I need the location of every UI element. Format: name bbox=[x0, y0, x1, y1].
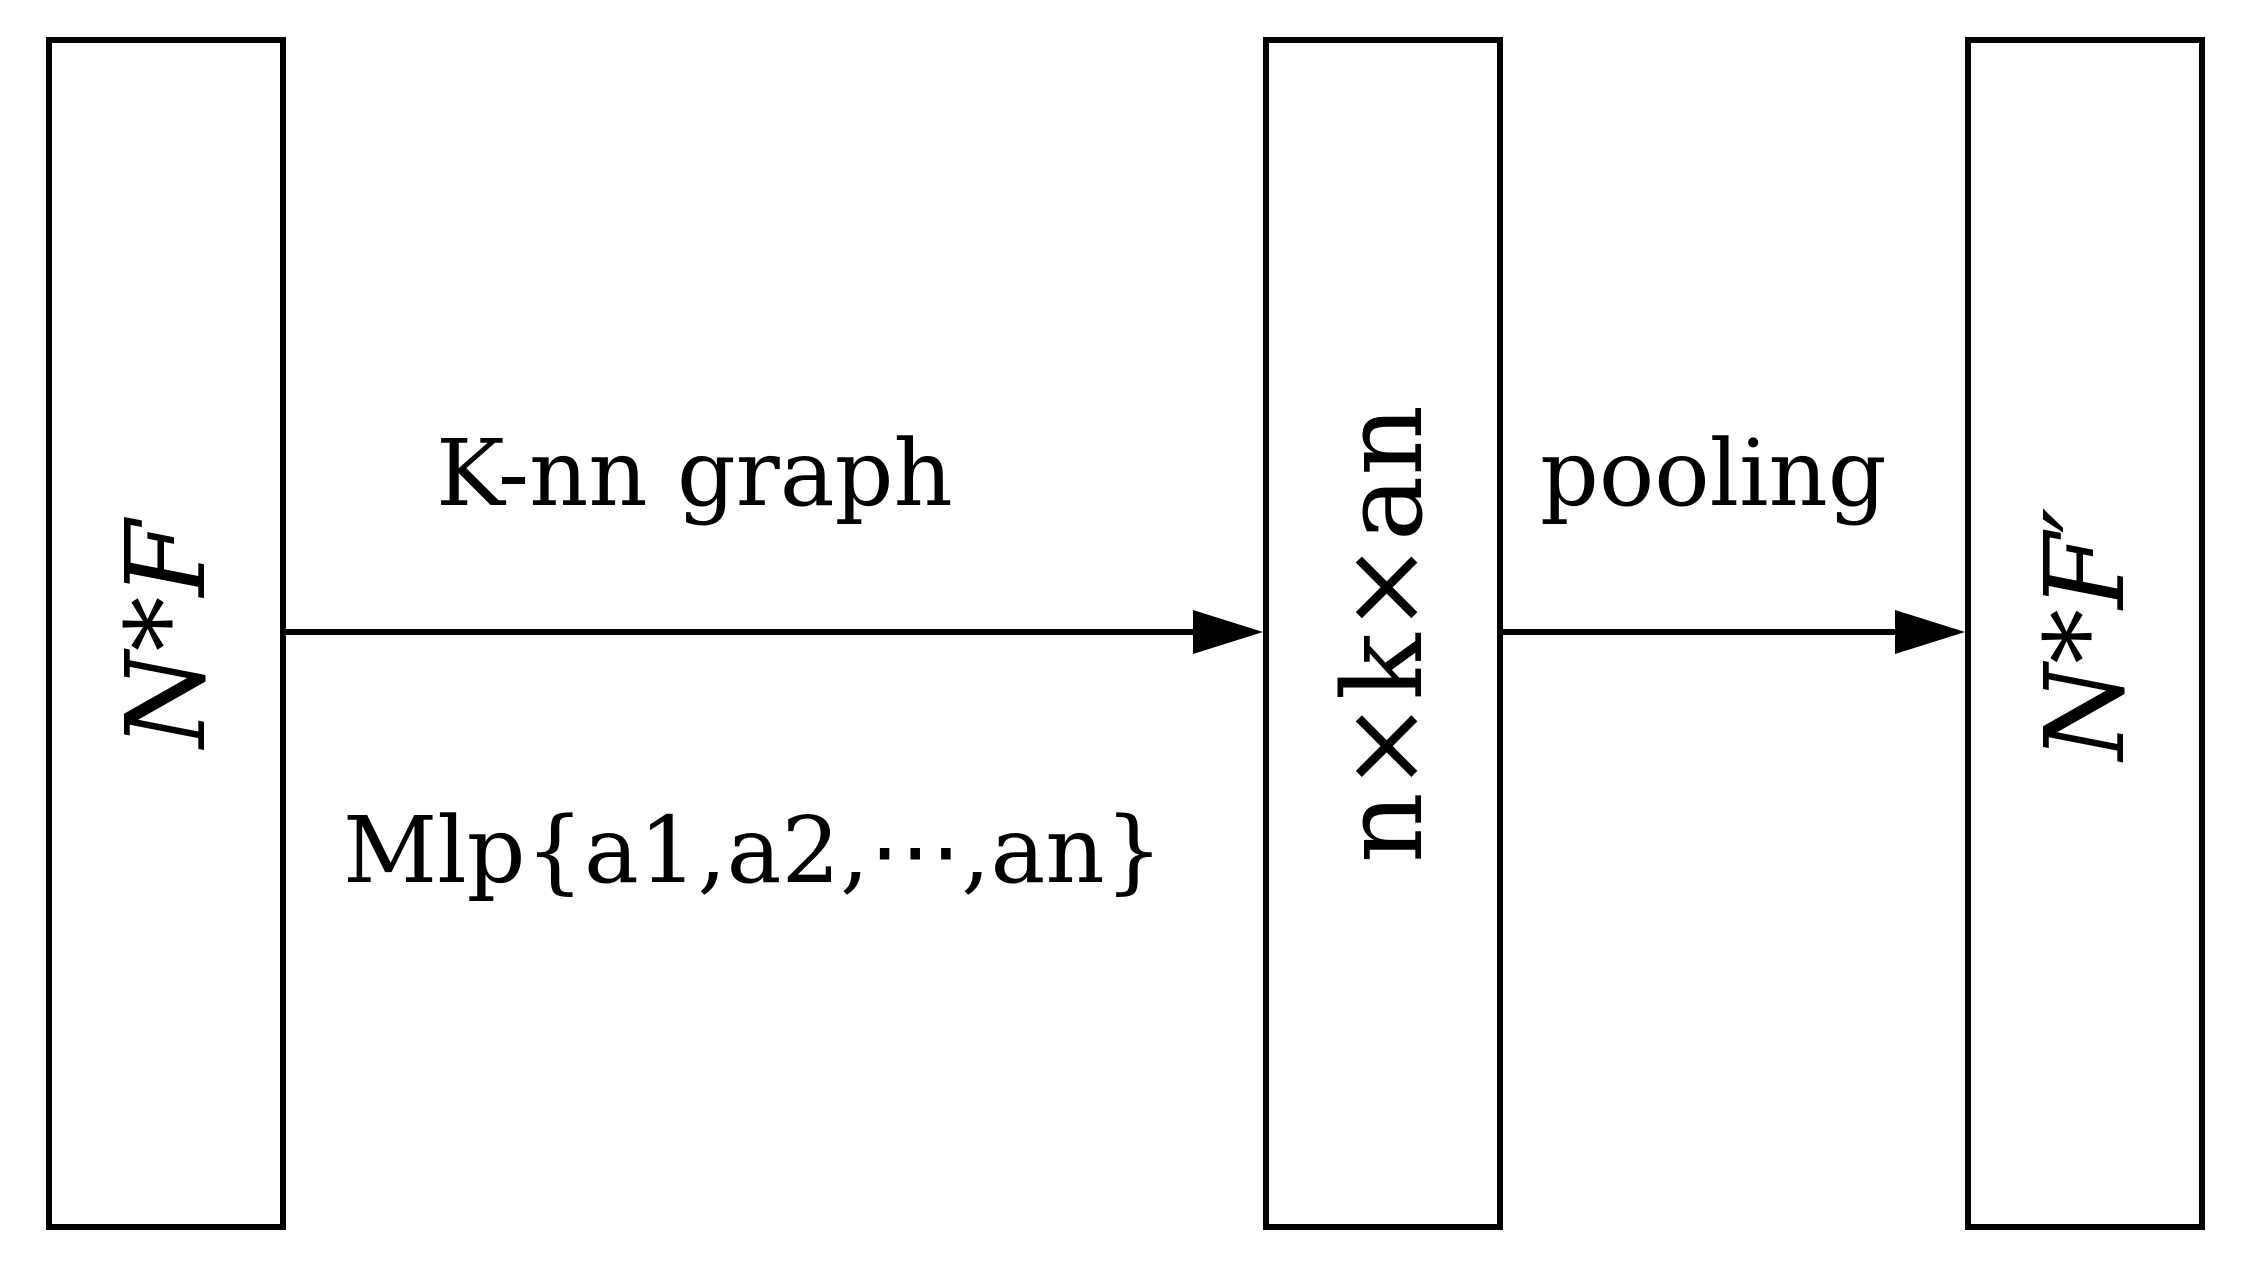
input-feature-block: N*F bbox=[46, 37, 286, 1230]
mlp-label: Mlp{a1,a2,⋯,an} bbox=[343, 797, 1164, 904]
knn-feature-label: n×k×an bbox=[1319, 404, 1447, 863]
pooling-label: pooling bbox=[1540, 420, 1887, 527]
output-feature-label: N*F′ bbox=[2021, 507, 2149, 760]
arrow-left-to-middle bbox=[286, 610, 1263, 654]
input-feature-label: N*F bbox=[102, 519, 230, 748]
knn-graph-label: K-nn graph bbox=[436, 420, 953, 527]
output-feature-block: N*F′ bbox=[1965, 37, 2205, 1230]
arrowhead-left-to-middle bbox=[1193, 610, 1263, 654]
arrow-middle-to-right bbox=[1503, 610, 1965, 654]
arrowhead-middle-to-right bbox=[1895, 610, 1965, 654]
knn-feature-block: n×k×an bbox=[1263, 37, 1503, 1230]
